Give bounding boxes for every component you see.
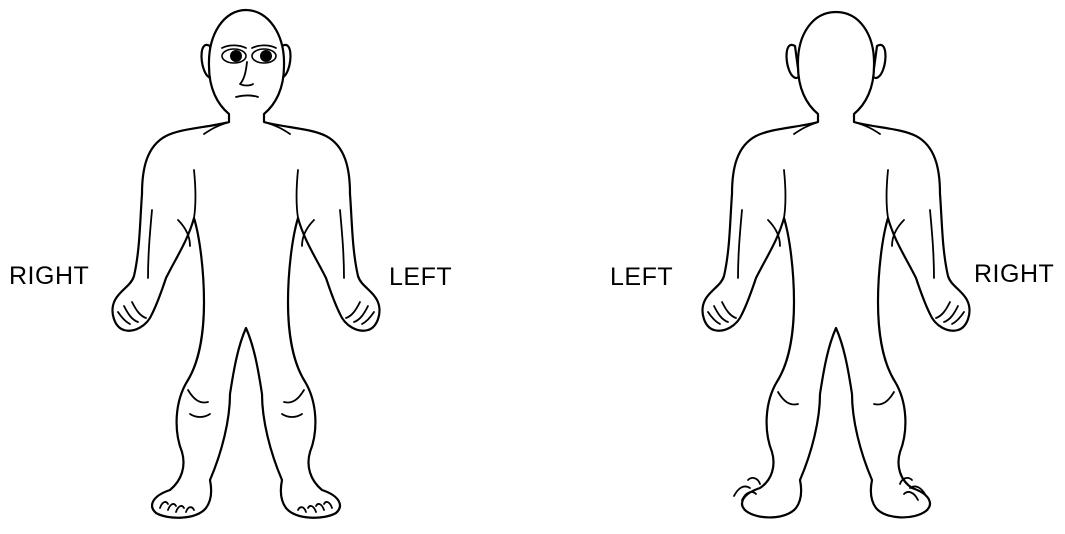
back-right-side-label: RIGHT xyxy=(974,262,1054,287)
back-left-side-label: LEFT xyxy=(610,265,673,290)
front-right-side-label: RIGHT xyxy=(9,264,89,289)
front-left-pupil xyxy=(260,50,272,62)
front-body-figure xyxy=(113,10,380,518)
front-left-side-label: LEFT xyxy=(389,265,452,290)
back-body-figure xyxy=(703,12,970,517)
back-body-outline xyxy=(703,12,970,517)
front-right-pupil xyxy=(230,50,242,62)
